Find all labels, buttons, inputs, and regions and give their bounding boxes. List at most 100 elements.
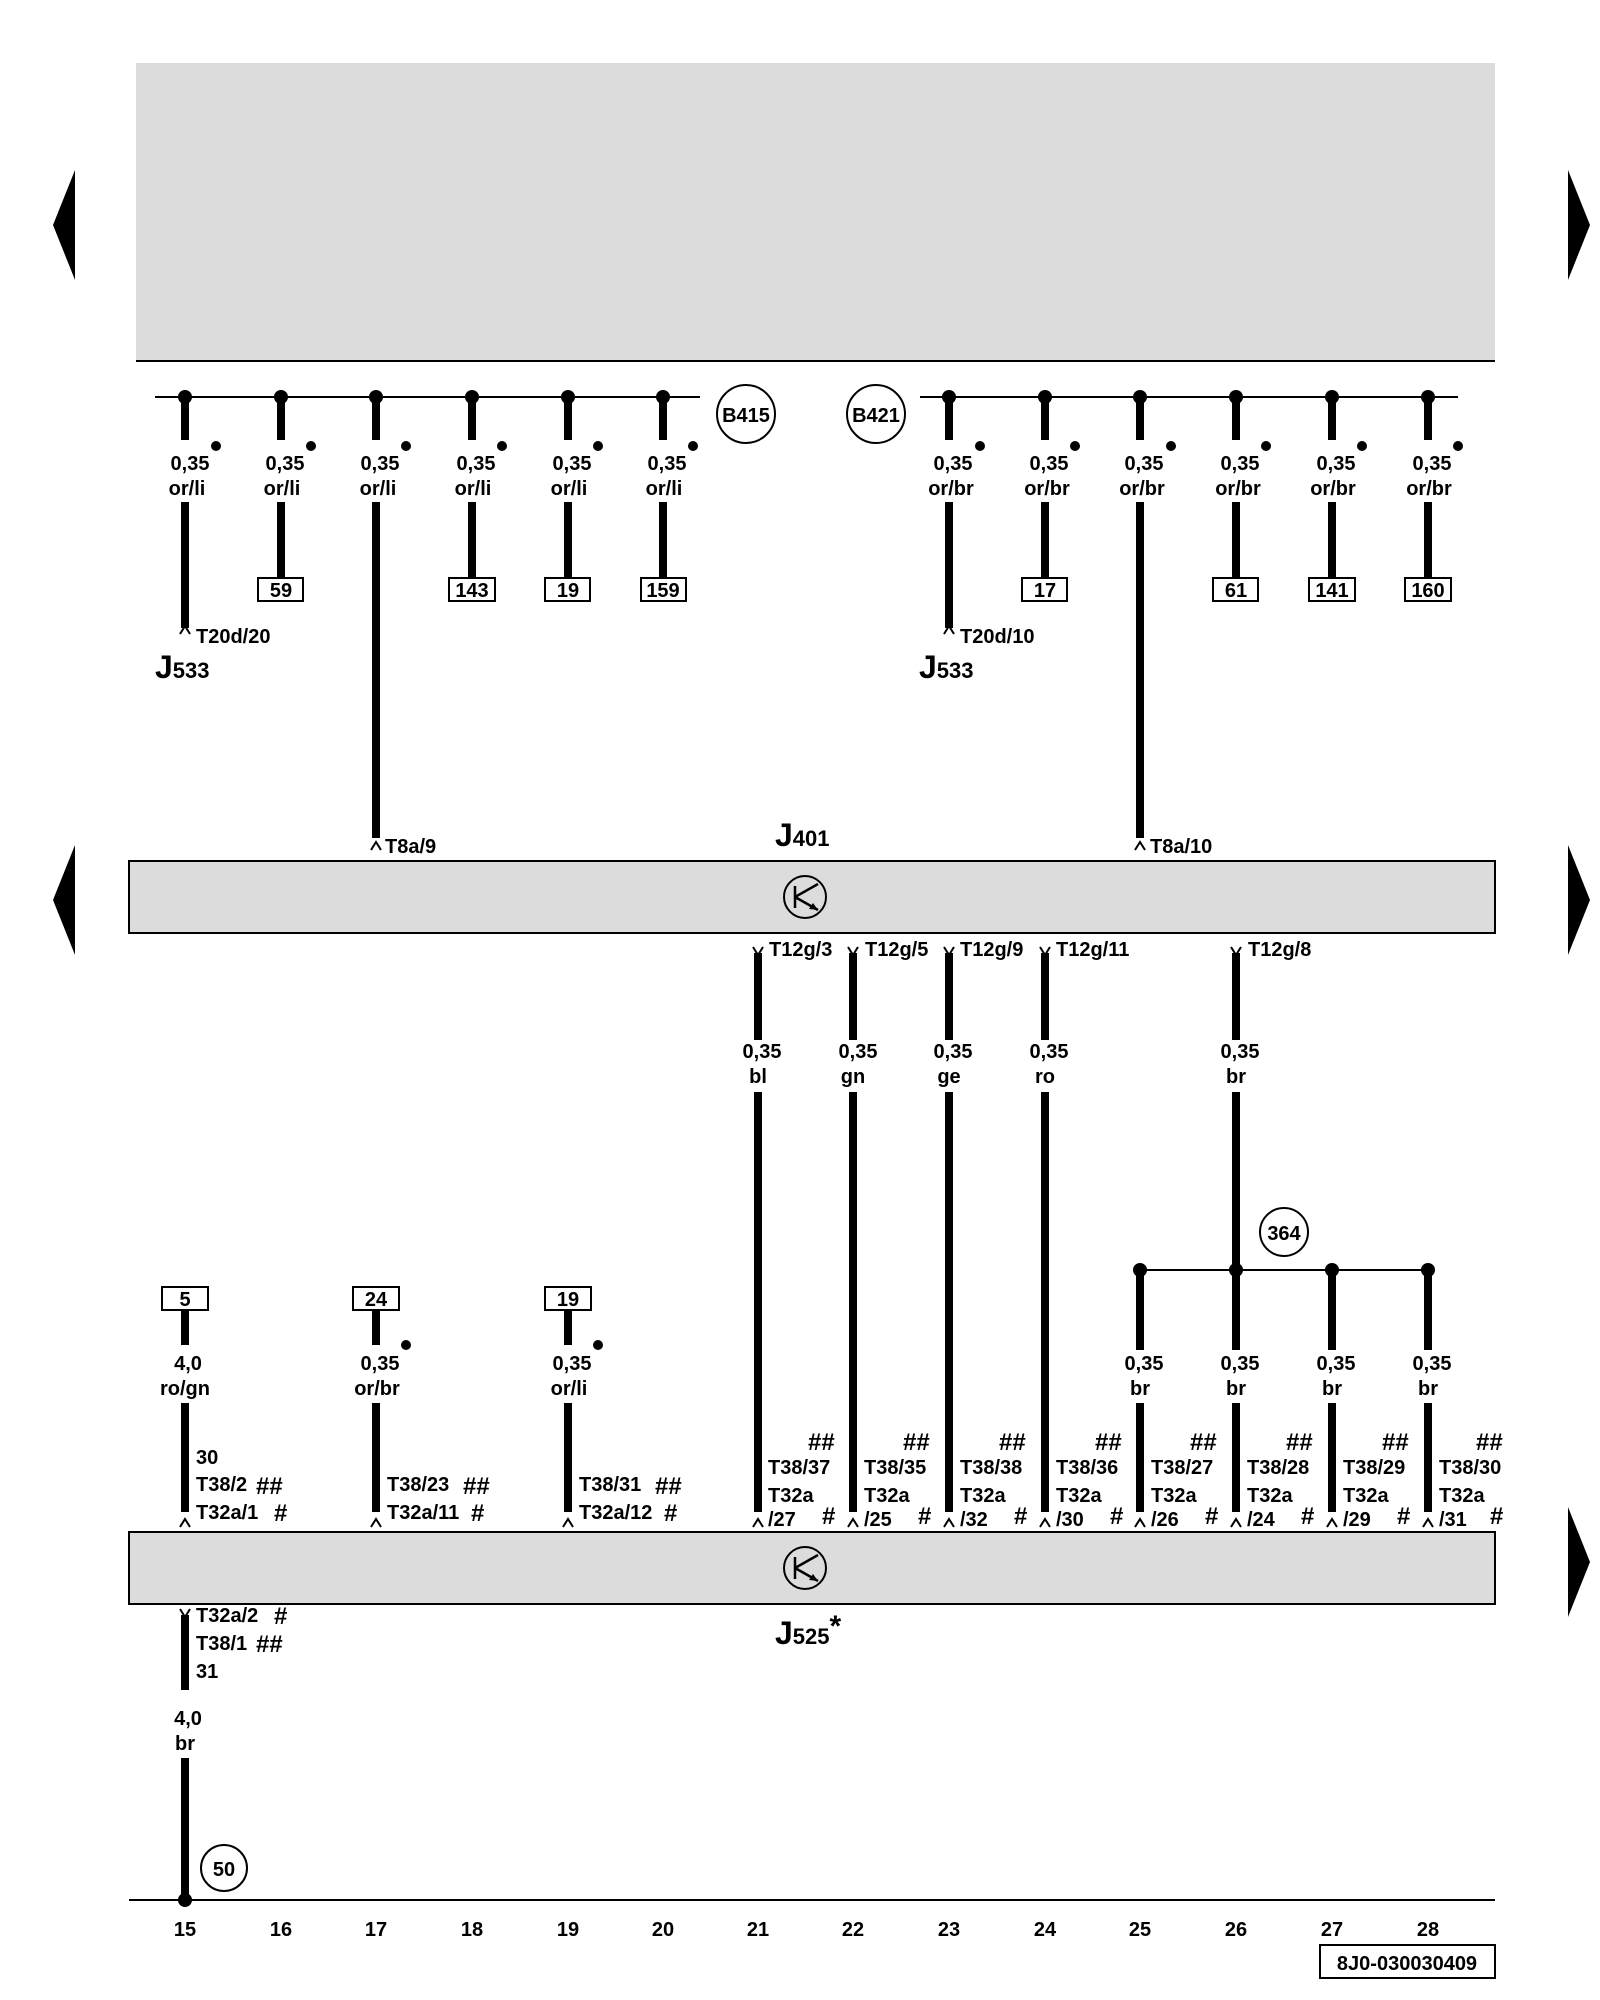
left-in-1-mark32: #	[274, 1500, 287, 1527]
pin-7-t32a: T32a	[1343, 1485, 1389, 1507]
left-in-3-color: or/li	[551, 1378, 588, 1400]
pin-3-t32a: T32a	[960, 1485, 1006, 1507]
splice-b421: B421	[846, 384, 906, 444]
pin-1-t32b: /27	[768, 1509, 796, 1531]
pin-7-t38: T38/29	[1343, 1457, 1405, 1479]
tl-wire-1-color: or/li	[169, 478, 206, 500]
left-in-2-color: or/br	[354, 1378, 400, 1400]
next-page-arrow-top[interactable]	[1568, 170, 1590, 280]
tr-wire-1-connector: T20d/10	[960, 626, 1034, 648]
j401-out-4-color: ro	[1035, 1066, 1055, 1088]
tl-wire-2-gauge: 0,35	[266, 453, 305, 475]
pin-4-t32b: /30	[1056, 1509, 1084, 1531]
left-in-3-mark32: #	[664, 1500, 677, 1527]
diagram-id-box: 8J0-030030409	[1319, 1944, 1496, 1979]
branch-2-gauge: 0,35	[1221, 1353, 1260, 1375]
j401-out-4-gauge: 0,35	[1030, 1041, 1069, 1063]
left-in-2-ref: 24	[365, 1289, 388, 1311]
ground-wire: T32a/2 # T38/1 ## 31 4,0 br 50	[174, 1603, 287, 1907]
left-in-1-terminal: 30	[196, 1447, 218, 1469]
column-number: 22	[842, 1919, 864, 1941]
tl-wire-6-color: or/li	[646, 478, 683, 500]
tl-wire-3-gauge: 0,35	[361, 453, 400, 475]
branch-4-gauge: 0,35	[1413, 1353, 1452, 1375]
module-j525-number: 525	[793, 1624, 830, 1649]
pin-5-t38: T38/27	[1151, 1457, 1213, 1479]
left-in-1-mark38: ##	[256, 1473, 283, 1500]
header-grey-area	[136, 63, 1495, 361]
column-number: 28	[1417, 1919, 1439, 1941]
pin-5-mark32: #	[1205, 1503, 1218, 1530]
j401-electronics-icon	[783, 875, 827, 919]
pin-4-t38: T38/36	[1056, 1457, 1118, 1479]
ground-mark32: #	[274, 1603, 287, 1630]
module-j525-box	[128, 1531, 1496, 1605]
tr-wire-5-color: or/br	[1310, 478, 1356, 500]
j401-out-3-gauge: 0,35	[934, 1041, 973, 1063]
prev-page-arrow-top[interactable]	[53, 170, 75, 280]
prev-page-arrow-middle[interactable]	[53, 845, 75, 955]
pin-2-t32b: /25	[864, 1509, 892, 1531]
left-in-3-gauge: 0,35	[553, 1353, 592, 1375]
j401-in-t8a10: T8a/10	[1150, 836, 1212, 858]
splice-b415: B415	[716, 384, 776, 444]
splice-b421-label: B421	[852, 405, 900, 427]
left-in-1-gauge: 4,0	[174, 1353, 202, 1375]
left-in-1-t38: T38/2	[196, 1474, 247, 1496]
ground-gauge: 4,0	[174, 1708, 202, 1730]
top-right-wires: 0,35 or/br T20d/10 0,35 or/br 17 0,35 or…	[928, 390, 1463, 838]
j401-out-2-gauge: 0,35	[839, 1041, 878, 1063]
tl-wire-1-gauge: 0,35	[171, 453, 210, 475]
left-in-2-t32: T32a/11	[387, 1502, 459, 1524]
tl-wire-2-color: or/li	[264, 478, 301, 500]
tr-wire-5-gauge: 0,35	[1317, 453, 1356, 475]
module-j533-right: J533	[919, 649, 974, 685]
column-number: 26	[1225, 1919, 1247, 1941]
left-in-3-ref: 19	[557, 1289, 579, 1311]
pin-4-t32a: T32a	[1056, 1485, 1102, 1507]
pin-1-t32a: T32a	[768, 1485, 814, 1507]
pin-7-t32b: /29	[1343, 1509, 1371, 1531]
left-in-3-t32: T32a/12	[579, 1502, 652, 1524]
tl-wire-5-gauge: 0,35	[553, 453, 592, 475]
column-number: 24	[1034, 1919, 1057, 1941]
tr-wire-2-color: or/br	[1024, 478, 1070, 500]
splice-364-label: 364	[1267, 1223, 1301, 1245]
column-number: 16	[270, 1919, 292, 1941]
left-in-3-mark38: ##	[655, 1473, 682, 1500]
pin-8-t32a: T32a	[1439, 1485, 1485, 1507]
module-j401: J401	[775, 817, 830, 853]
left-in-2-t38: T38/23	[387, 1474, 449, 1496]
pin-3-mark38: ##	[999, 1429, 1026, 1456]
j401-out-5-gauge: 0,35	[1221, 1041, 1260, 1063]
pin-6-mark32: #	[1301, 1503, 1314, 1530]
ground-color: br	[175, 1733, 195, 1755]
next-page-arrow-middle[interactable]	[1568, 845, 1590, 955]
pin-2-t38: T38/35	[864, 1457, 926, 1479]
left-in-2-mark38: ##	[463, 1473, 490, 1500]
pin-8-t38: T38/30	[1439, 1457, 1501, 1479]
ground-splice-label: 50	[213, 1859, 235, 1881]
pin-8-mark38: ##	[1476, 1429, 1503, 1456]
next-page-arrow-bottom[interactable]	[1568, 1507, 1590, 1617]
left-in-1-color: ro/gn	[160, 1378, 210, 1400]
tl-wire-3-color: or/li	[360, 478, 397, 500]
j525-left-inputs: 5 4,0 ro/gn 30 T38/2 ## T32a/1 # 24 0,35…	[160, 1286, 682, 1528]
j401-out-3-color: ge	[937, 1066, 960, 1088]
tr-wire-5-ref: 141	[1315, 580, 1348, 602]
module-j533-left-number: 533	[173, 658, 210, 683]
j401-out-1-connector: T12g/3	[769, 939, 832, 961]
column-number: 15	[174, 1919, 196, 1941]
tr-wire-4-color: or/br	[1215, 478, 1261, 500]
tl-wire-4-gauge: 0,35	[457, 453, 496, 475]
j401-out-4-connector: T12g/11	[1056, 939, 1129, 961]
pin-6-t32a: T32a	[1247, 1485, 1293, 1507]
branch-3-color: br	[1322, 1378, 1342, 1400]
pin-6-t38: T38/28	[1247, 1457, 1309, 1479]
diagram-id: 8J0-030030409	[1337, 1953, 1477, 1975]
tr-wire-4-gauge: 0,35	[1221, 453, 1260, 475]
module-j533-left: J533	[155, 649, 210, 685]
j525-electronics-icon	[783, 1546, 827, 1590]
column-numbers: 15 16 17 18 19 20 21 22 23 24 25 26 27 2…	[174, 1919, 1439, 1941]
